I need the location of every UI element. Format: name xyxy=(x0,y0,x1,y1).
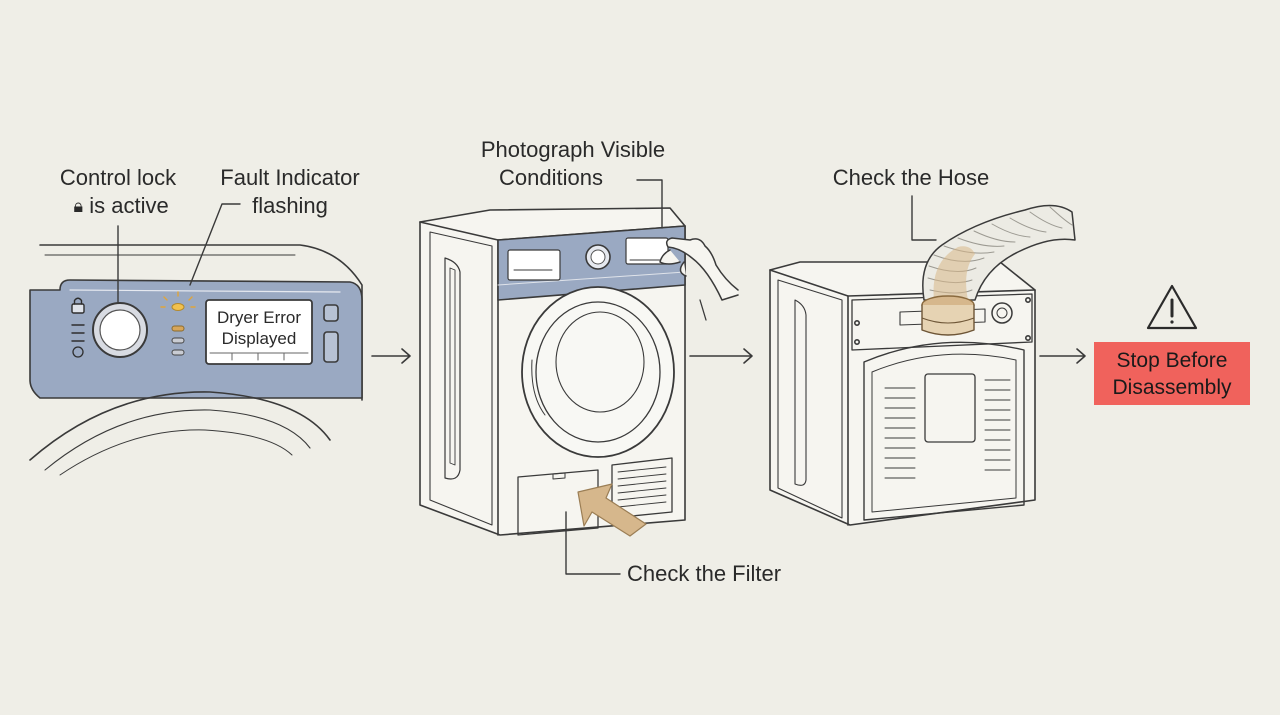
dryer-rear-view xyxy=(769,195,1086,526)
control-panel-closeup xyxy=(29,203,411,476)
photo-line2: Conditions xyxy=(499,165,603,190)
vent-hose xyxy=(921,204,1076,336)
control-lock-label: Control lock 🔒︎is active xyxy=(44,164,192,220)
fault-line1: Fault Indicator xyxy=(220,165,360,190)
check-filter-label: Check the Filter xyxy=(627,561,782,586)
check-hose-label: Check the Hose xyxy=(832,165,990,190)
filter-pointer-arrow xyxy=(577,483,647,537)
warning-triangle-icon xyxy=(1146,284,1198,330)
dryer-front-view xyxy=(419,179,753,575)
control-lock-line2: 🔒︎is active xyxy=(44,192,192,220)
stop-line1: Stop Before xyxy=(1116,348,1228,372)
control-lock-line1: Control lock xyxy=(59,165,177,190)
fault-line2: flashing xyxy=(252,193,328,218)
flashing-light-icon xyxy=(160,291,196,311)
error-screen-text: Dryer Error Displayed xyxy=(206,307,312,349)
lock-icon: 🔒︎ xyxy=(73,196,84,216)
lock-icon xyxy=(71,297,85,314)
screen-line1: Dryer Error xyxy=(216,308,302,327)
control-lock-text: is active xyxy=(89,193,169,218)
photo-line1: Photograph Visible xyxy=(480,137,666,162)
hand-icon xyxy=(659,237,739,321)
stop-line2: Disassembly xyxy=(1112,375,1232,399)
screen-line2: Displayed xyxy=(221,329,297,348)
photograph-label: Photograph Visible Conditions xyxy=(462,136,684,192)
fault-indicator-label: Fault Indicator flashing xyxy=(210,164,370,220)
stop-before-disassembly-badge: Stop Before Disassembly xyxy=(1094,342,1250,405)
